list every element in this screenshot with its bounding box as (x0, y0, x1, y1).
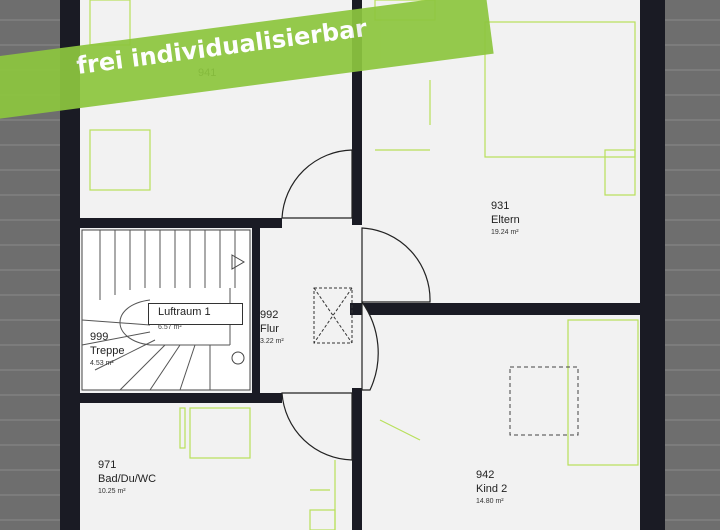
room-992-number: 992 (260, 309, 279, 321)
stair-arrow (231, 254, 245, 270)
room-992-label: 992 Flur 3.22 m² (260, 308, 284, 347)
luftraum-label: Luftraum 1 6.57 m² (148, 303, 243, 331)
skylight (313, 287, 353, 344)
room-999-area: 4.53 m² (90, 360, 114, 367)
room-931-name: Eltern (491, 214, 520, 226)
room-992-area: 3.22 m² (260, 338, 284, 345)
room-931-number: 931 (491, 200, 510, 212)
kind2-table (509, 366, 579, 436)
outer-wall-right (640, 0, 665, 530)
room-992-name: Flur (260, 323, 279, 335)
roof-tiles (0, 19, 720, 521)
room-971-name: Bad/Du/WC (98, 473, 157, 485)
room-931-area: 19.24 m² (491, 229, 519, 236)
outer-wall-left (60, 0, 80, 530)
roof-slope-right (665, 0, 720, 530)
stair-steps (81, 230, 236, 391)
room-999-name: Treppe (90, 345, 125, 357)
furniture (89, 0, 639, 530)
room-971-label: 971 Bad/Du/WC 10.25 m² (98, 458, 156, 497)
interior-walls (80, 0, 640, 530)
door-swings (281, 149, 431, 461)
room-971-area: 10.25 m² (98, 488, 126, 495)
room-942-number: 942 (476, 469, 495, 481)
luftraum-name: Luftraum 1 (158, 306, 211, 318)
room-931-label: 931 Eltern 19.24 m² (491, 199, 520, 238)
room-999-number: 999 (90, 331, 109, 343)
room-942-area: 14.80 m² (476, 498, 504, 505)
room-999-label: 999 Treppe 4.53 m² (90, 330, 124, 369)
room-971-number: 971 (98, 459, 117, 471)
room-942-label: 942 Kind 2 14.80 m² (476, 468, 507, 507)
room-942-name: Kind 2 (476, 483, 508, 495)
stair-post (231, 351, 245, 365)
luftraum-area: 6.57 m² (158, 324, 182, 331)
